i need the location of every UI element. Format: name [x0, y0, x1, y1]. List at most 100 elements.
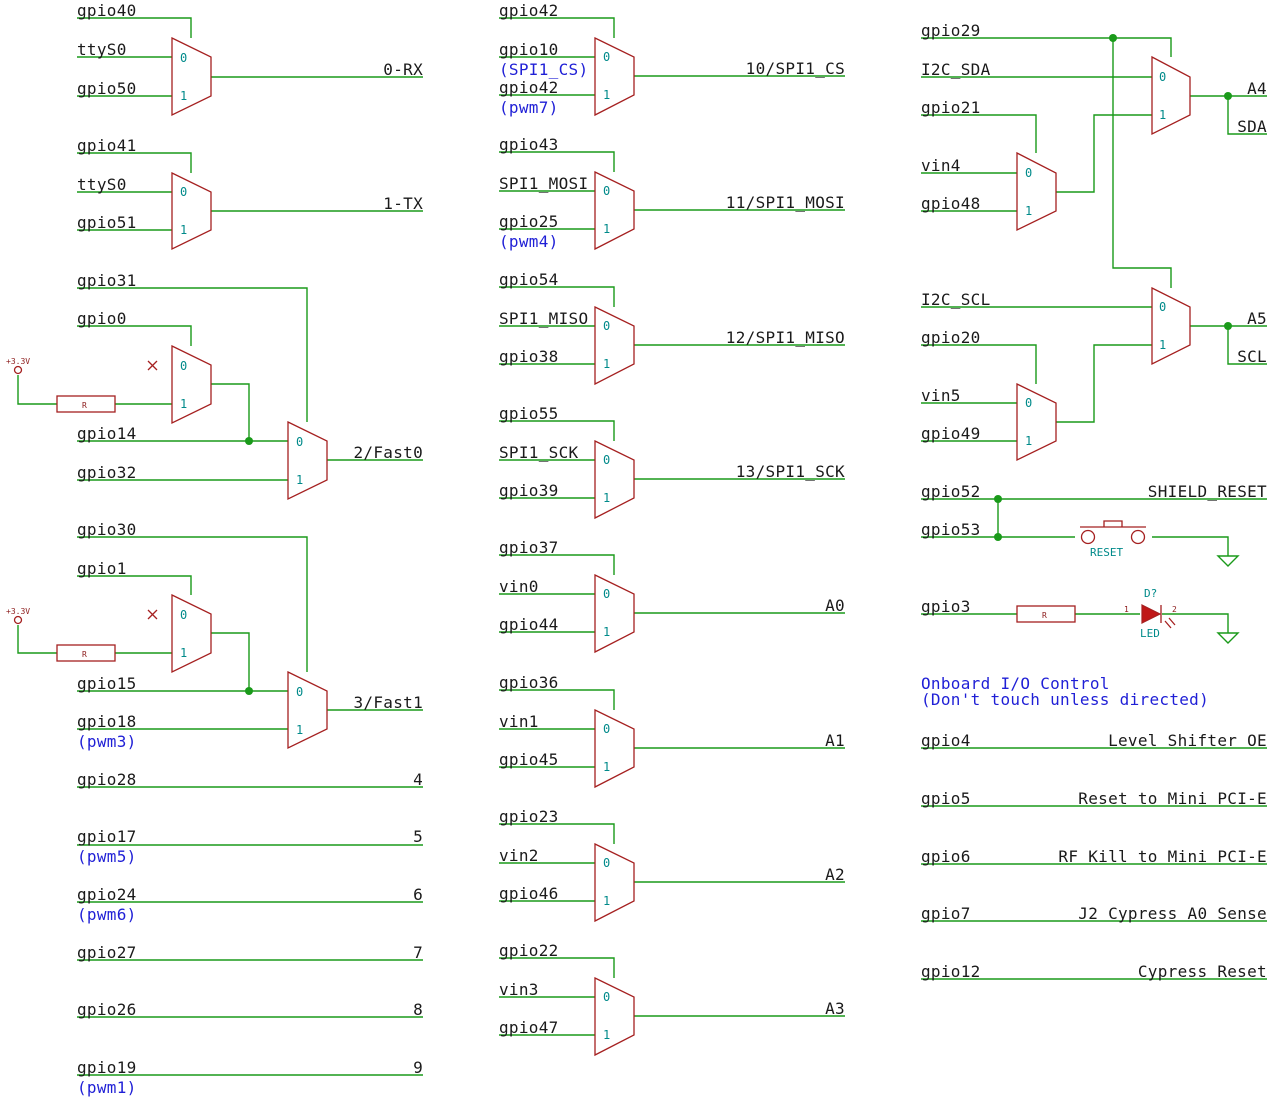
fast1-resistor — [56, 644, 116, 662]
line-note-label: (pwm5) — [77, 847, 137, 866]
line-right-label: 6 — [413, 885, 423, 904]
a4-inner-top-label: gpio21 — [921, 98, 981, 117]
control-right-label: J2 Cypress A0 Sense — [1078, 904, 1267, 923]
control-left-label: gpio7 — [921, 904, 971, 923]
svg-text:0: 0 — [1159, 70, 1166, 84]
control-left-label: gpio4 — [921, 731, 971, 750]
a5-inner-top-label: gpio20 — [921, 328, 981, 347]
mux-in1-label: gpio46 — [499, 884, 559, 903]
mux-fast0: 0 1 0 1 +3.3V R gpio31 gpio0 gpio14 gpio… — [6, 271, 423, 501]
onboard-note-line1: Onboard I/O Control — [921, 674, 1110, 693]
svg-text:0: 0 — [603, 856, 610, 870]
svg-text:0: 0 — [180, 185, 187, 199]
a4-out-label: A4 — [1247, 79, 1267, 98]
control-lines: gpio4 Level Shifter OE gpio5 Reset to Mi… — [921, 731, 1267, 981]
a4-in0-label: I2C_SDA — [921, 60, 991, 79]
svg-text:0: 0 — [603, 50, 610, 64]
led-gpio-label: gpio3 — [921, 597, 971, 616]
fast0-top-label: gpio31 — [77, 271, 137, 290]
mux-in0-label: vin1 — [499, 712, 539, 731]
fast1-out-label: 3/Fast1 — [353, 693, 423, 712]
mux-a5: 0 1 0 1 I2C_SCL gpio20 vin5 gpio49 A5 SC… — [921, 38, 1267, 462]
fast1-in1-label: gpio18 — [77, 712, 137, 731]
reset-switch-label: RESET — [1090, 546, 1123, 559]
shield-reset-label: SHIELD_RESET — [1148, 482, 1267, 501]
led-ref-label: D? — [1144, 587, 1157, 600]
mux-in0-label: SPI1_MISO — [499, 309, 588, 328]
led-circuit: R 1 2 D? LED gpio3 — [921, 587, 1240, 644]
mux-rx-in1-label: gpio50 — [77, 79, 137, 98]
control-right-label: RF Kill to Mini PCI-E — [1058, 847, 1267, 866]
svg-text:1: 1 — [180, 646, 187, 660]
control-right-label: Level Shifter OE — [1108, 731, 1267, 750]
svg-text:0: 0 — [296, 685, 303, 699]
a5-inner-in0-label: vin5 — [921, 386, 961, 405]
svg-text:1: 1 — [603, 357, 610, 371]
control-right-label: Reset to Mini PCI-E — [1078, 789, 1267, 808]
line-right-label: 8 — [413, 1000, 423, 1019]
svg-text:0: 0 — [603, 990, 610, 1004]
mux-in0-label: SPI1_MOSI — [499, 174, 588, 193]
svg-text:0: 0 — [603, 587, 610, 601]
mux-tx-in0-label: ttyS0 — [77, 175, 127, 194]
mux-out-label: 12/SPI1_MISO — [726, 328, 845, 347]
mux-tx-in1-label: gpio51 — [77, 213, 137, 232]
mux-rx-out-label: 0-RX — [383, 60, 423, 79]
a5-out2-label: SCL — [1237, 347, 1267, 366]
led-resistor-label: R — [1042, 611, 1047, 620]
mux-in0-label: SPI1_SCK — [499, 443, 579, 462]
mux-out-label: 11/SPI1_MOSI — [726, 193, 845, 212]
led-icon — [1141, 604, 1162, 624]
mux-in1-label: gpio47 — [499, 1018, 559, 1037]
svg-text:1: 1 — [603, 222, 610, 236]
led-type-label: LED — [1140, 627, 1160, 640]
col2-muxes: 01gpio42gpio10(SPI1_CS)gpio42(pwm7)10/SP… — [499, 1, 845, 1057]
mux-tx: 0 1 gpio41 ttyS0 gpio51 1-TX — [77, 136, 423, 251]
mux-out-label: 10/SPI1_CS — [746, 59, 845, 78]
svg-text:0: 0 — [180, 359, 187, 373]
svg-text:1: 1 — [603, 760, 610, 774]
svg-text:0: 0 — [1025, 166, 1032, 180]
a5-out-label: A5 — [1247, 309, 1267, 328]
svg-text:1: 1 — [180, 89, 187, 103]
svg-text:1: 1 — [603, 625, 610, 639]
svg-text:0: 0 — [603, 722, 610, 736]
fast0-inner-top-label: gpio0 — [77, 309, 127, 328]
control-left-label: gpio6 — [921, 847, 971, 866]
mux-in0-note: (SPI1_CS) — [499, 60, 588, 79]
a5-inner-in1-label: gpio49 — [921, 424, 981, 443]
fast1-top-label: gpio30 — [77, 520, 137, 539]
line-left-label: gpio24 — [77, 885, 137, 904]
line-left-label: gpio26 — [77, 1000, 137, 1019]
reset-gpio-b-label: gpio53 — [921, 520, 981, 539]
line-right-label: 4 — [413, 770, 423, 789]
svg-text:1: 1 — [1025, 204, 1032, 218]
svg-text:1: 1 — [1159, 108, 1166, 122]
svg-text:1: 1 — [296, 473, 303, 487]
mux-in1-label: gpio45 — [499, 750, 559, 769]
fast1-power-label: +3.3V — [6, 607, 30, 616]
mux-out-label: A1 — [825, 731, 845, 750]
mux-top-label: gpio54 — [499, 270, 559, 289]
line-left-label: gpio28 — [77, 770, 137, 789]
line-right-label: 5 — [413, 827, 423, 846]
mux-out-label: 13/SPI1_SCK — [736, 462, 845, 481]
fast0-in1-label: gpio32 — [77, 463, 137, 482]
line-left-label: gpio19 — [77, 1058, 137, 1077]
fast0-resistor-label: R — [82, 401, 87, 410]
svg-text:0: 0 — [603, 453, 610, 467]
mux-in1-label: gpio44 — [499, 615, 559, 634]
svg-text:1: 1 — [603, 1028, 610, 1042]
mux-in1-note: (pwm7) — [499, 98, 559, 117]
mux-rx-in0-label: ttyS0 — [77, 40, 127, 59]
fast1-resistor-label: R — [82, 650, 87, 659]
a4-inner-in1-label: gpio48 — [921, 194, 981, 213]
mux-in0-label: gpio10 — [499, 40, 559, 59]
line-right-label: 7 — [413, 943, 423, 962]
col1-plain-lines: gpio28 4 gpio17 (pwm5) 5 gpio24 (pwm6) 6… — [77, 770, 423, 1097]
line-note-label: (pwm6) — [77, 905, 137, 924]
mux-in0-label: vin3 — [499, 980, 539, 999]
mux-in1-label: gpio42 — [499, 78, 559, 97]
svg-text:0: 0 — [180, 608, 187, 622]
